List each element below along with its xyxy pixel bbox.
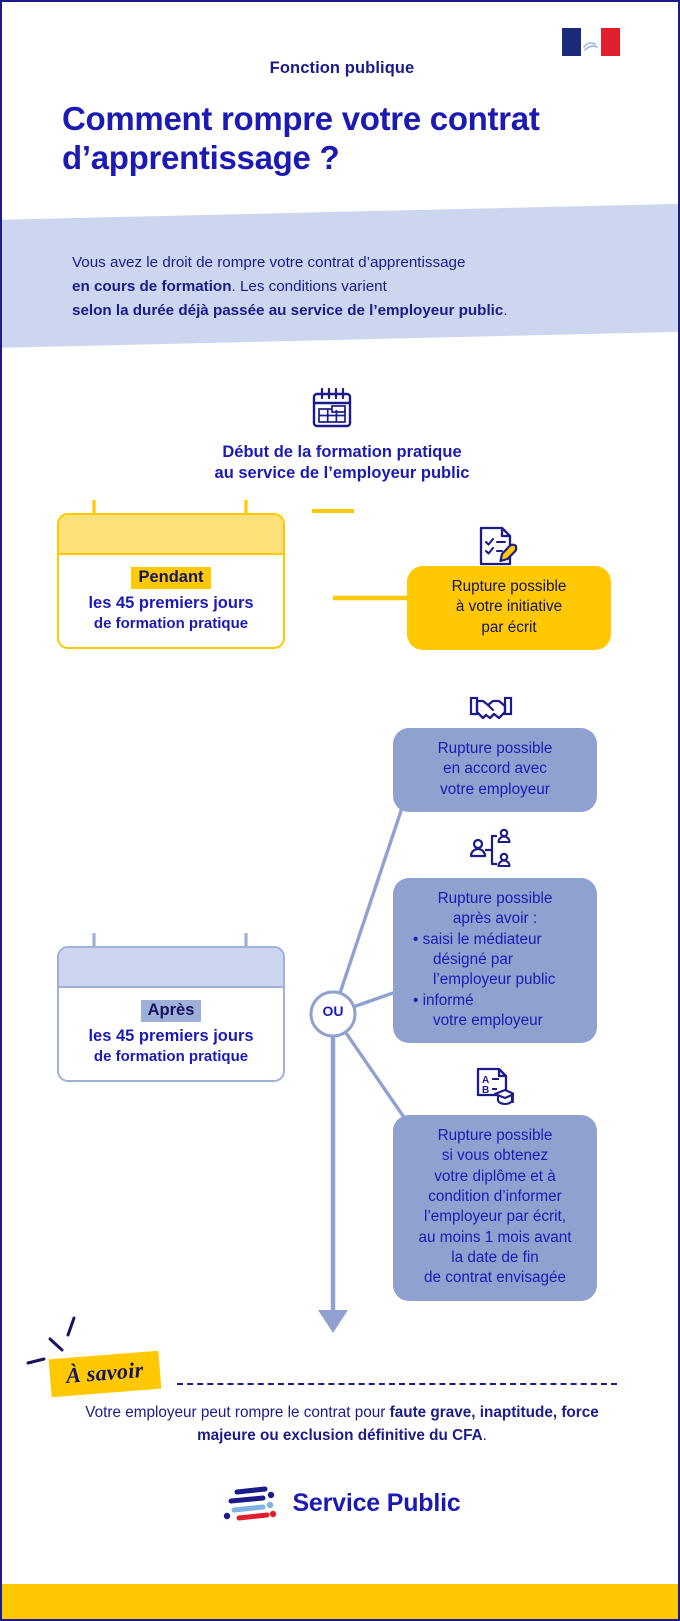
intro-bold-2: selon la durée déjà passée au service de… (72, 302, 504, 320)
option-bullet-list: • saisi le médiateur désigné par l’emplo… (405, 930, 585, 1032)
or-node-label: OU (322, 1003, 344, 1019)
diploma-graduation-icon: A B (476, 1067, 514, 1106)
intro-line-3: . (503, 302, 508, 320)
start-heading-line-2: au service de l’employeur public (214, 463, 470, 482)
period-line-1: les 45 premiers jours (88, 594, 254, 612)
svg-text:A: A (482, 1075, 489, 1086)
kicker-label: Fonction publique (269, 59, 415, 77)
option-line: Rupture possible (451, 578, 567, 595)
bullet-line: saisi le médiateur (422, 930, 542, 948)
option-line: Rupture possible (437, 1127, 553, 1144)
bottom-accent-bar (2, 1584, 678, 1619)
marianne-swirl-icon (583, 42, 598, 51)
option-line: l’employeur par écrit, (424, 1208, 566, 1226)
period-line-1: les 45 premiers jours (88, 1027, 254, 1045)
note-plain-2: . (482, 1426, 487, 1444)
french-republic-flag-icon (562, 28, 620, 56)
sparkle-lines-icon (26, 1316, 76, 1365)
start-heading-line-1: Début de la formation pratique (222, 443, 462, 461)
option-line: si vous obtenez (441, 1147, 549, 1165)
period-tag-pendant: Pendant (131, 567, 211, 589)
option-bubble-accord: Rupture possible en accord avec votre em… (393, 728, 597, 813)
option-line: en accord avec (443, 760, 547, 778)
handshake-icon (469, 696, 513, 720)
svg-text:B: B (482, 1085, 489, 1096)
option-line: à votre initiative (455, 598, 563, 616)
dashed-divider (177, 1383, 617, 1385)
document-with-pen-icon (479, 526, 518, 566)
a-savoir-text: Votre employeur peut rompre le contrat p… (82, 1402, 602, 1448)
intro-line-1: Vous avez le droit de rompre votre contr… (72, 254, 466, 271)
footer-logo: Service Public (2, 1482, 678, 1524)
option-line: la date de fin (451, 1249, 539, 1267)
period-line-2: de formation pratique (93, 1047, 249, 1065)
bullet-item: • informé votre employeur (413, 991, 543, 1030)
period-tag-apres: Après (140, 1000, 202, 1022)
option-line: Rupture possible (437, 890, 553, 907)
option-line: après avoir : (452, 910, 538, 928)
mediator-org-chart-icon (469, 828, 511, 868)
a-savoir-badge: À savoir (48, 1350, 161, 1398)
option-line: votre diplôme et à (434, 1167, 556, 1185)
service-public-logo-icon (224, 1486, 277, 1521)
option-line: au moins 1 mois avant (418, 1228, 572, 1246)
bullet-line: informé (422, 991, 474, 1009)
calendar-card-header (59, 948, 283, 988)
bullet-item: • saisi le médiateur désigné par l’emplo… (413, 930, 556, 989)
calendar-card-header (59, 515, 283, 555)
intro-paragraph: Vous avez le droit de rompre votre contr… (72, 251, 632, 323)
intro-bold-1: en cours de formation (72, 278, 232, 296)
period-card-apres: Après les 45 premiers jours de formation… (57, 946, 285, 1082)
bullet-line: l’employeur public (433, 971, 556, 989)
calendar-icon (312, 387, 352, 428)
option-bubble-mediateur: Rupture possible après avoir : • saisi l… (393, 878, 597, 1044)
intro-line-2: . Les conditions varient (231, 278, 387, 296)
bullet-line: désigné par (433, 951, 513, 969)
note-plain-1: Votre employeur peut rompre le contrat p… (85, 1404, 390, 1421)
option-line: de contrat envisagée (423, 1269, 567, 1287)
option-bubble-initiative: Rupture possible à votre initiative par … (407, 566, 611, 651)
page-title: Comment rompre votre contrat d’apprentis… (62, 100, 540, 176)
logo-text: Service Public (292, 1488, 461, 1517)
option-line: votre employeur (440, 780, 550, 798)
timeline-start-heading: Début de la formation pratique au servic… (122, 442, 562, 484)
option-line: condition d’informer (428, 1188, 562, 1206)
marianne-profile-icon (584, 30, 596, 54)
period-line-2: de formation pratique (93, 614, 249, 632)
option-line: Rupture possible (437, 740, 553, 757)
period-card-pendant: Pendant les 45 premiers jours de formati… (57, 513, 285, 649)
option-bubble-diplome: Rupture possible si vous obtenez votre d… (393, 1115, 597, 1301)
option-line: par écrit (481, 618, 537, 636)
bullet-line: votre employeur (433, 1012, 543, 1030)
note-bold-1: faute grave, inaptitude, force majeure o… (197, 1404, 599, 1444)
